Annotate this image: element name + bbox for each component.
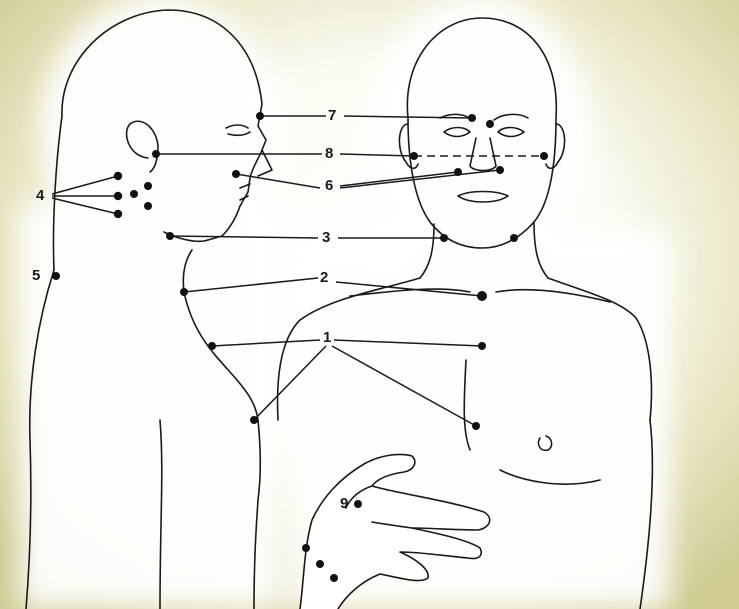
point-9	[354, 500, 362, 508]
point-4-f	[144, 202, 152, 210]
point-7-front	[468, 114, 476, 122]
point-6-front-right	[496, 166, 504, 174]
point-6-front-left	[454, 168, 462, 176]
point-8-front-right	[540, 152, 548, 160]
point-4-b	[114, 192, 122, 200]
point-1-profile-lower	[250, 416, 258, 424]
point-6-profile	[232, 170, 240, 178]
label-1: 1	[323, 330, 331, 345]
label-4: 4	[36, 188, 44, 203]
wrist-point-c	[330, 574, 338, 582]
point-3-profile	[166, 232, 174, 240]
point-4-d	[130, 190, 138, 198]
label-5: 5	[32, 268, 40, 283]
point-1-front-lower	[472, 422, 480, 430]
point-7-profile	[256, 112, 264, 120]
point-1-profile-upper	[208, 342, 216, 350]
wrist-point-b	[316, 560, 324, 568]
point-4-a	[114, 172, 122, 180]
point-5	[52, 272, 60, 280]
label-2: 2	[320, 270, 328, 285]
point-1-front-upper	[478, 342, 486, 350]
label-7: 7	[328, 108, 336, 123]
label-8: 8	[325, 146, 333, 161]
point-3-front-right	[510, 234, 518, 242]
point-7-front-b	[486, 120, 494, 128]
point-4-e	[144, 182, 152, 190]
point-3-front-left	[440, 234, 448, 242]
wrist-point-a	[302, 544, 310, 552]
point-2-front	[477, 291, 487, 301]
point-8-profile	[152, 150, 160, 158]
label-3: 3	[322, 230, 330, 245]
label-9: 9	[340, 496, 348, 511]
label-6: 6	[325, 178, 333, 193]
point-4-c	[114, 210, 122, 218]
point-2-profile	[180, 288, 188, 296]
point-8-front-left	[410, 152, 418, 160]
